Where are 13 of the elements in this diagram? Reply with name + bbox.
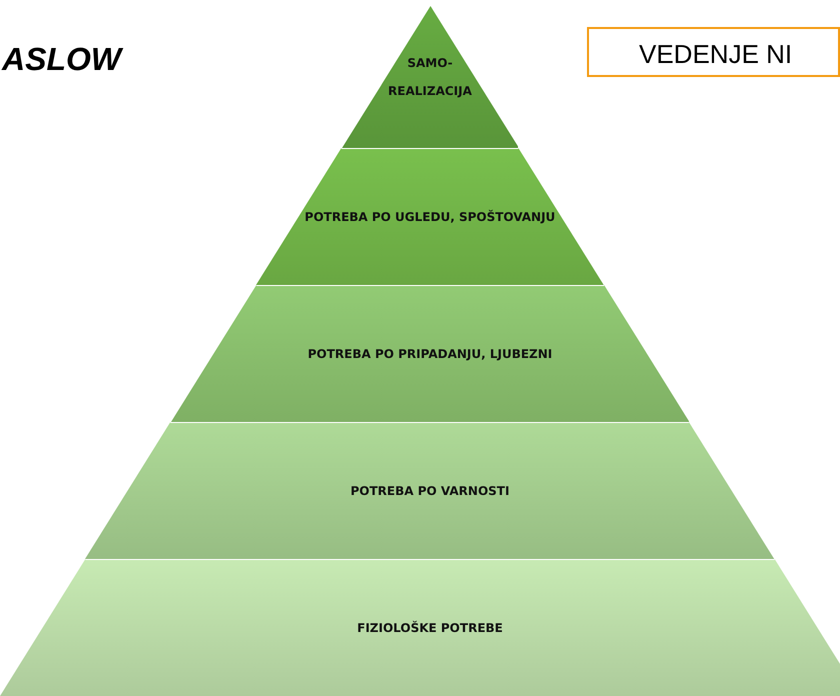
pyramid-level: [170, 285, 690, 422]
level-label: POTREBA PO PRIPADANJU, LJUBEZNI: [306, 346, 554, 362]
level-label: FIZIOLOŠKE POTREBE: [356, 620, 504, 636]
heading: ASLOW: [2, 41, 122, 78]
pyramid-level: [342, 6, 518, 148]
level-label: POTREBA PO UGLEDU, SPOŠTOVANJU: [304, 208, 556, 226]
pyramid-level: [256, 148, 604, 285]
pyramid-level: [85, 422, 775, 559]
level-label: POTREBA PO VARNOSTI: [350, 482, 510, 500]
text-box: [587, 27, 840, 77]
level-label: SAMO- REALIZACIJA: [387, 55, 473, 100]
box-text: VEDENJE NI: [639, 39, 792, 70]
pyramid-level: [0, 559, 840, 696]
